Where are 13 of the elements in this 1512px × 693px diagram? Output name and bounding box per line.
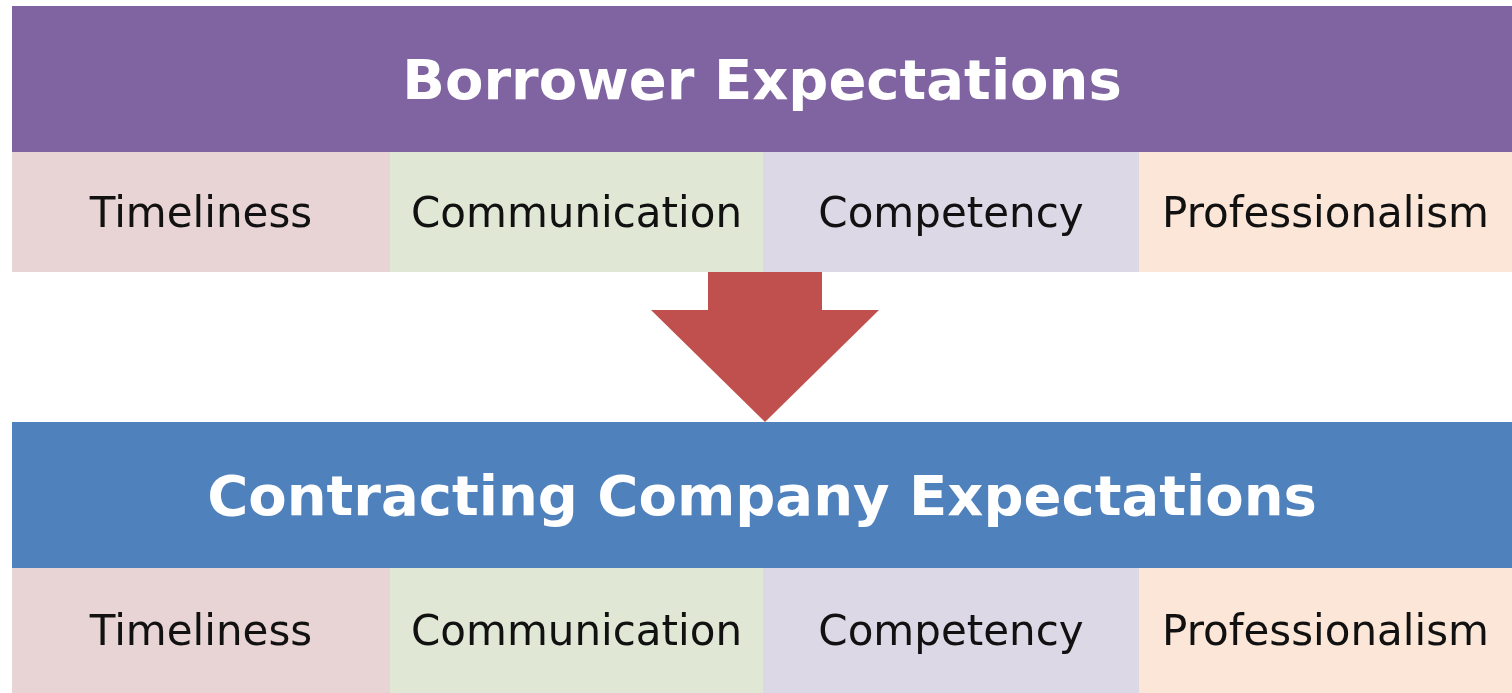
- category-label: Professionalism: [1139, 152, 1512, 272]
- category-panel: [12, 6, 1512, 272]
- category-label: Timeliness: [12, 568, 390, 693]
- category-label: Professionalism: [1139, 568, 1512, 693]
- category-label: Communication: [390, 568, 763, 693]
- block-arrow: [651, 272, 879, 422]
- category-label: Competency: [763, 152, 1139, 272]
- category-panel: [12, 422, 1512, 693]
- category-label: Competency: [763, 568, 1139, 693]
- category-label: Communication: [390, 152, 763, 272]
- panel-title: Borrower Expectations: [402, 46, 1122, 112]
- panel-title: Contracting Company Expectations: [207, 462, 1317, 528]
- category-label: Timeliness: [12, 152, 390, 272]
